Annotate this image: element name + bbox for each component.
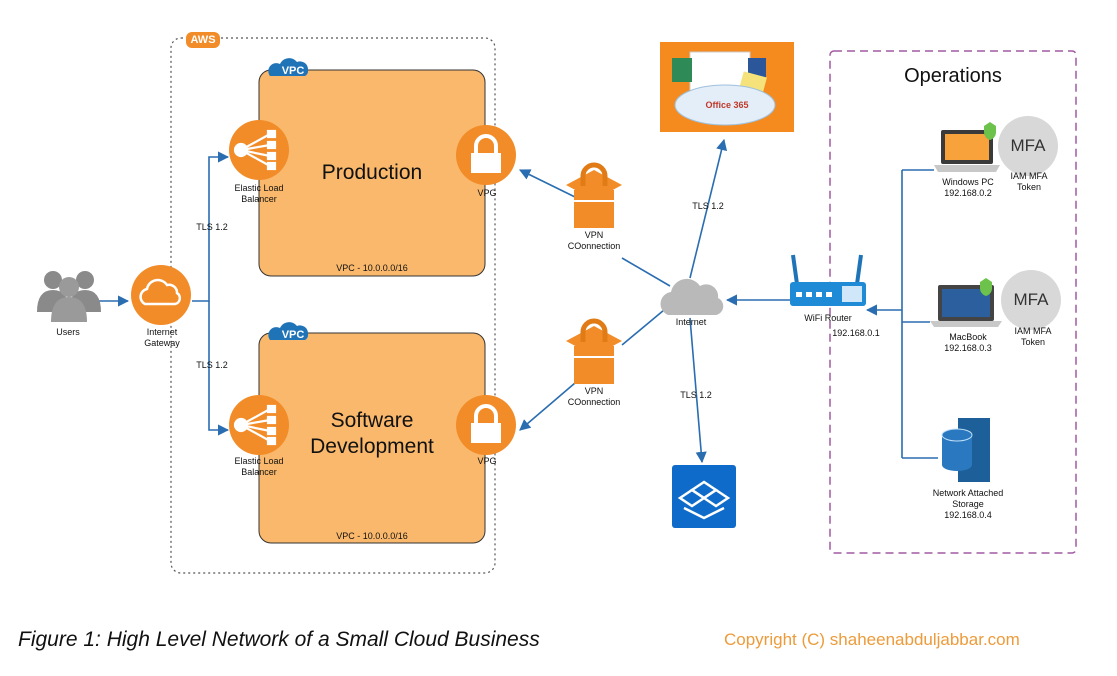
vpn-connection-icon (566, 318, 622, 384)
gateway-label: Internet Gateway (144, 327, 180, 348)
internet-cloud-icon (660, 278, 724, 315)
office-365-label: Office 365 (705, 100, 749, 110)
vpn-top-label: VPN COonnection (567, 230, 621, 251)
mfa-token-icon (998, 116, 1058, 176)
router-label: WiFi Router (804, 313, 852, 323)
development-vpc-cidr: VPC - 10.0.0.0/16 (336, 531, 408, 541)
elastic-load-balancer-icon (229, 395, 289, 455)
office-365-icon (660, 42, 794, 132)
internet-label: Internet (675, 317, 707, 327)
operations-title: Operations (904, 65, 1002, 87)
figure-caption: Figure 1: High Level Network of a Small … (18, 628, 540, 651)
wifi-router-icon (790, 254, 866, 306)
macbook-label: MacBook 192.168.0.3 (944, 332, 992, 353)
dropbox-icon (672, 465, 736, 528)
windows-pc-label: Windows PC 192.168.0.2 (942, 177, 994, 198)
users-label: Users (56, 327, 80, 337)
mfa-text: MFA (1010, 136, 1046, 155)
vpc-tag: VPC (281, 65, 305, 77)
production-title: Production (321, 161, 423, 184)
mfa-token-icon (1001, 270, 1061, 330)
mfa-token-label-2: IAM MFA Token (1014, 326, 1052, 347)
vpn-connection-icon (566, 162, 622, 228)
mfa-text: MFA (1013, 290, 1049, 309)
production-elb-label: Elastic Load Balancer (234, 183, 284, 204)
vpg-lock-icon (456, 125, 516, 185)
development-elb-label: Elastic Load Balancer (234, 456, 284, 477)
vpc-tag-icon (268, 58, 309, 76)
vpc-tag-icon (268, 322, 309, 340)
tls-dropbox-label: TLS 1.2 (680, 390, 712, 400)
production-vpc-cidr: VPC - 10.0.0.0/16 (336, 263, 408, 273)
elastic-load-balancer-icon (229, 120, 289, 180)
development-vpg-label: VPG (477, 456, 497, 466)
mfa-token-label-1: IAM MFA Token (1010, 171, 1048, 192)
production-vpg-label: VPG (477, 188, 497, 198)
tls-top-label: TLS 1.2 (196, 222, 228, 232)
aws-boundary (170, 37, 496, 574)
vpg-lock-icon (456, 395, 516, 455)
vpc-tag: VPC (281, 329, 305, 341)
internet-gateway-icon (131, 265, 191, 325)
vpn-bottom-label: VPN COonnection (567, 386, 621, 407)
users-icon (37, 271, 101, 322)
macbook-icon (930, 278, 1002, 327)
router-ip: 192.168.0.1 (832, 328, 880, 338)
development-title: Software Development (310, 409, 434, 458)
connection-lines (99, 138, 938, 464)
windows-pc-icon (934, 122, 1000, 172)
copyright-text: Copyright (C) shaheenabduljabbar.com (724, 630, 1020, 649)
nas-label: Network Attached Storage 192.168.0.4 (932, 488, 1004, 520)
network-storage-icon (941, 418, 990, 482)
tls-bottom-label: TLS 1.2 (196, 360, 228, 370)
aws-badge: AWS (186, 32, 220, 48)
tls-office-label: TLS 1.2 (692, 201, 724, 211)
